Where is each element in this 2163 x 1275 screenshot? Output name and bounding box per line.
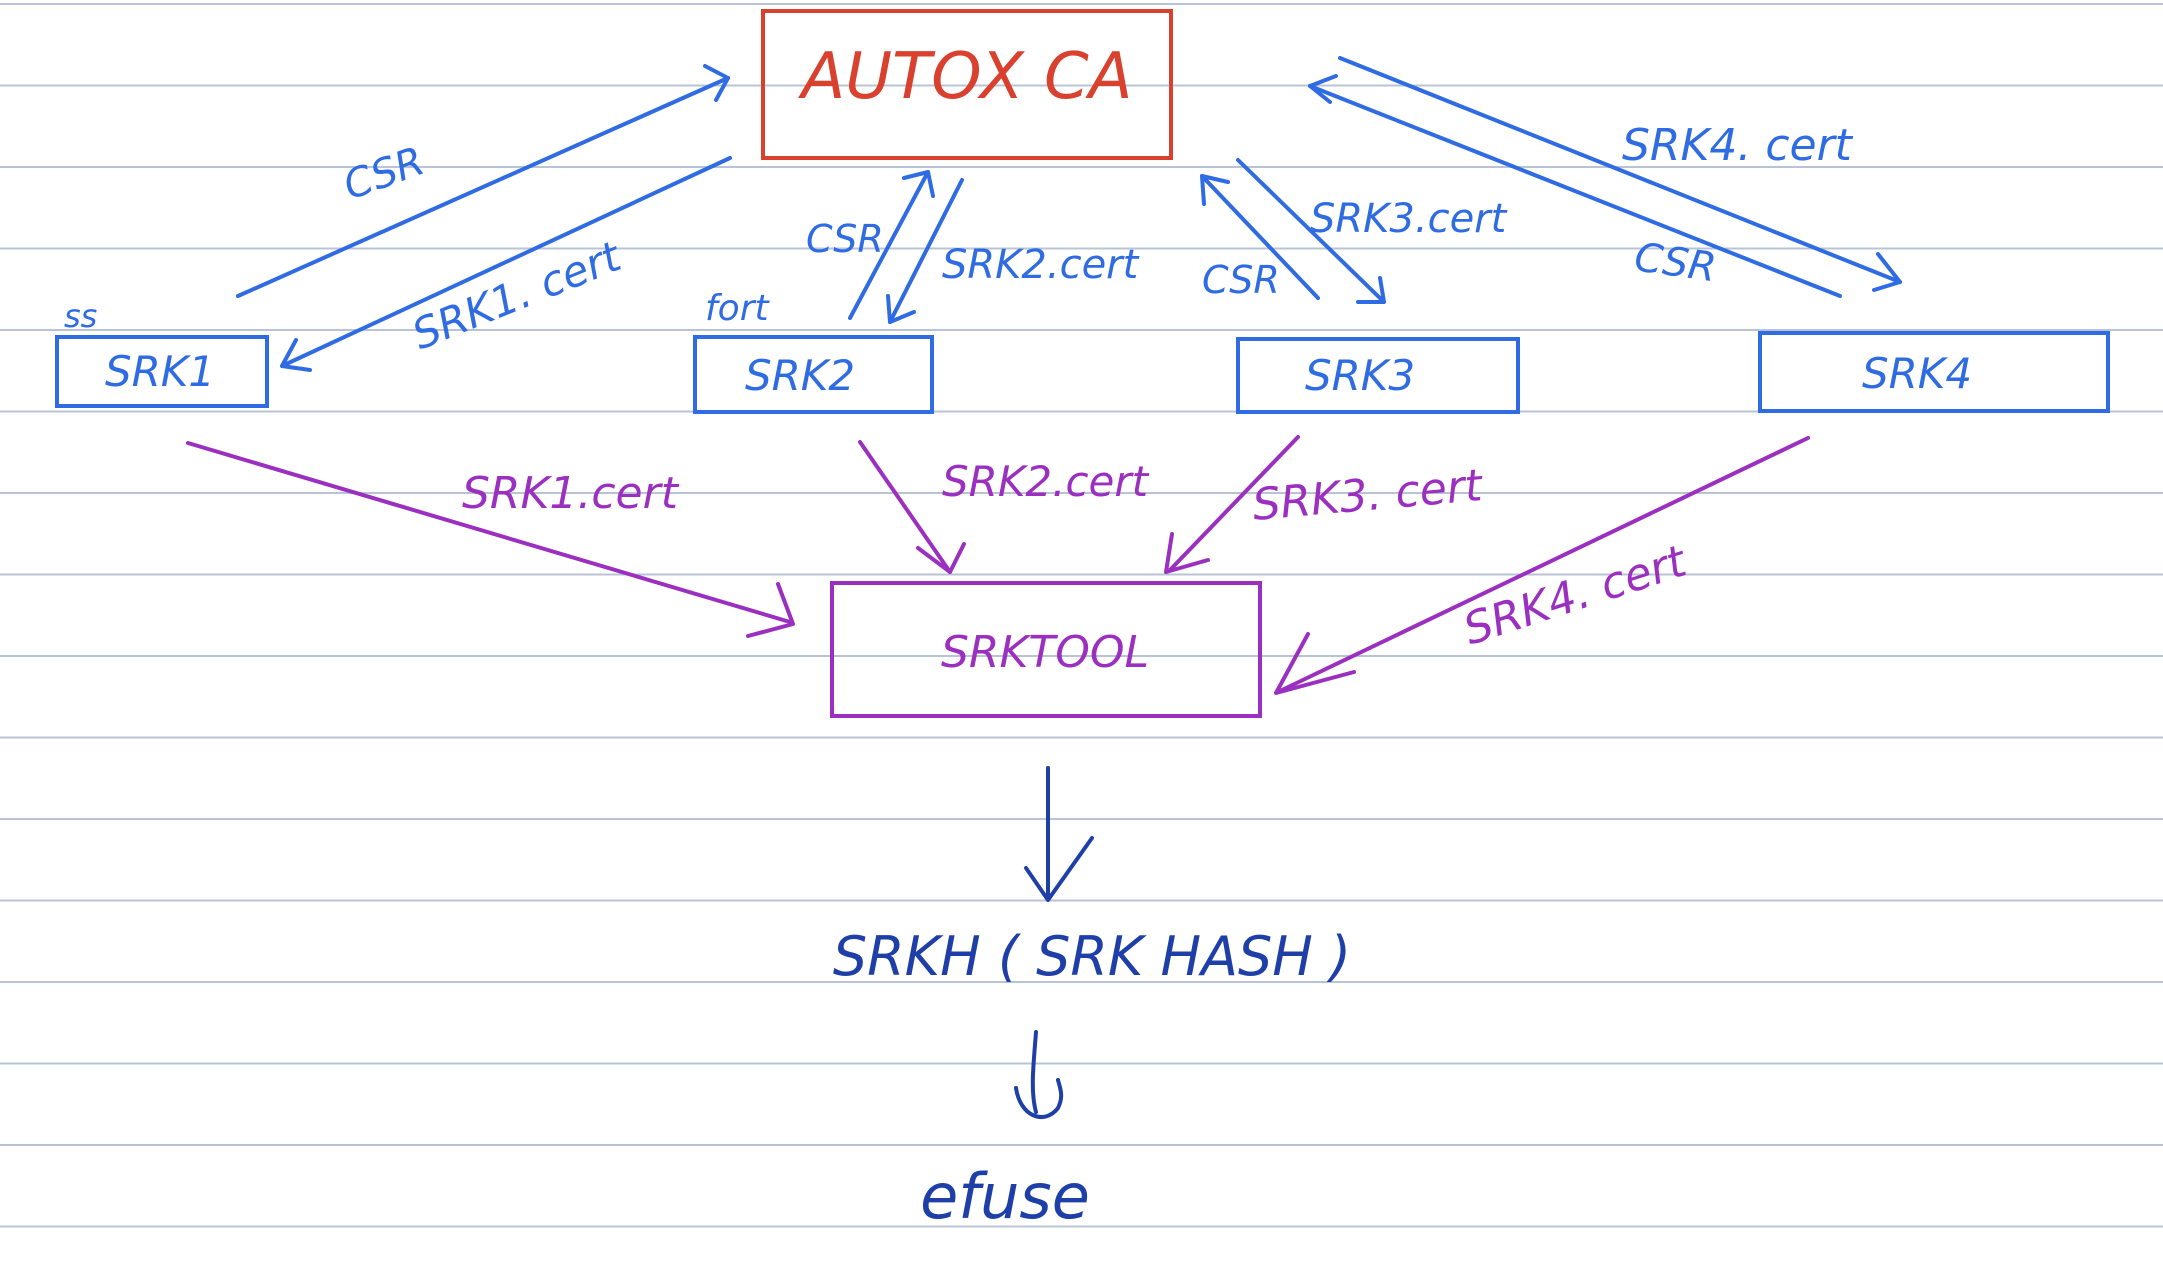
csr2-label: CSR [806,217,884,261]
pool-cert1-arrowhead [746,582,795,638]
srk2-label: SRK2 [745,351,855,400]
csr4-arrowhead [1308,74,1338,104]
pool-cert3-arrowhead [1164,532,1210,574]
cert2-arrowhead [886,294,916,324]
cert1-arrow [280,156,732,368]
csr2-arrowhead [902,170,935,198]
ca-box [761,9,1173,160]
efuse-label: efuse [920,1160,1090,1233]
cert1-arrowhead [280,338,312,372]
pool-cert4-arrowhead [1274,632,1356,695]
srk3-box [1236,337,1520,414]
pool-cert2-arrowhead [916,542,966,574]
cert3-label: SRK3.cert [1310,196,1508,242]
srk2-note: fort [705,288,771,329]
pool-cert3-arrow [1168,435,1300,572]
csr1-arrow [236,76,730,298]
srk-hash-label: SRKH ( SRK HASH ) [833,925,1351,988]
srk4-label: SRK4 [1862,349,1972,398]
cert2-arrow [888,178,964,324]
srk1-box [55,335,269,408]
pool-cert4-label: SRK4. cert [1458,535,1694,655]
srk4-box [1758,331,2110,413]
hash-to-efuse-arrowhead [1014,1078,1064,1120]
csr4-label: CSR [1632,234,1719,291]
srk1-label: SRK1 [105,347,215,396]
csr3-label: CSR [1202,258,1280,302]
ruled-lines [0,3,2163,1228]
csr1-arrowhead [703,64,730,102]
pool-cert2-arrow [858,440,952,574]
srk-pool-box [830,581,1262,718]
srk1-note: ss [64,297,97,335]
csr3-arrowhead [1200,174,1230,206]
hash-to-efuse-arrow [1030,1030,1038,1114]
cert2-label: SRK2.cert [942,242,1140,288]
pool-cert2-label: SRK2.cert [942,457,1150,506]
pool-cert3-label: SRK3. cert [1251,460,1486,531]
cert3-arrow [1236,158,1386,304]
cert4-arrowhead [1872,252,1902,292]
cert4-label: SRK4. cert [1622,120,1854,171]
srk2-box [693,335,934,414]
pool-cert1-label: SRK1.cert [462,468,680,519]
csr2-arrow [848,170,930,320]
cert3-arrowhead [1356,276,1386,304]
pool-to-hash-arrowhead [1024,836,1094,902]
pool-cert1-arrow [186,441,792,624]
csr3-arrow [1200,174,1320,300]
srk-pool-label: SRKTOOL [941,627,1149,678]
csr1-label: CSR [338,138,431,209]
csr4-arrow [1308,84,1842,298]
cert4-arrow [1338,56,1902,284]
ca-label: AUTOX CA [797,40,1132,114]
srk3-label: SRK3 [1305,351,1415,400]
pool-cert4-arrow [1280,436,1810,692]
